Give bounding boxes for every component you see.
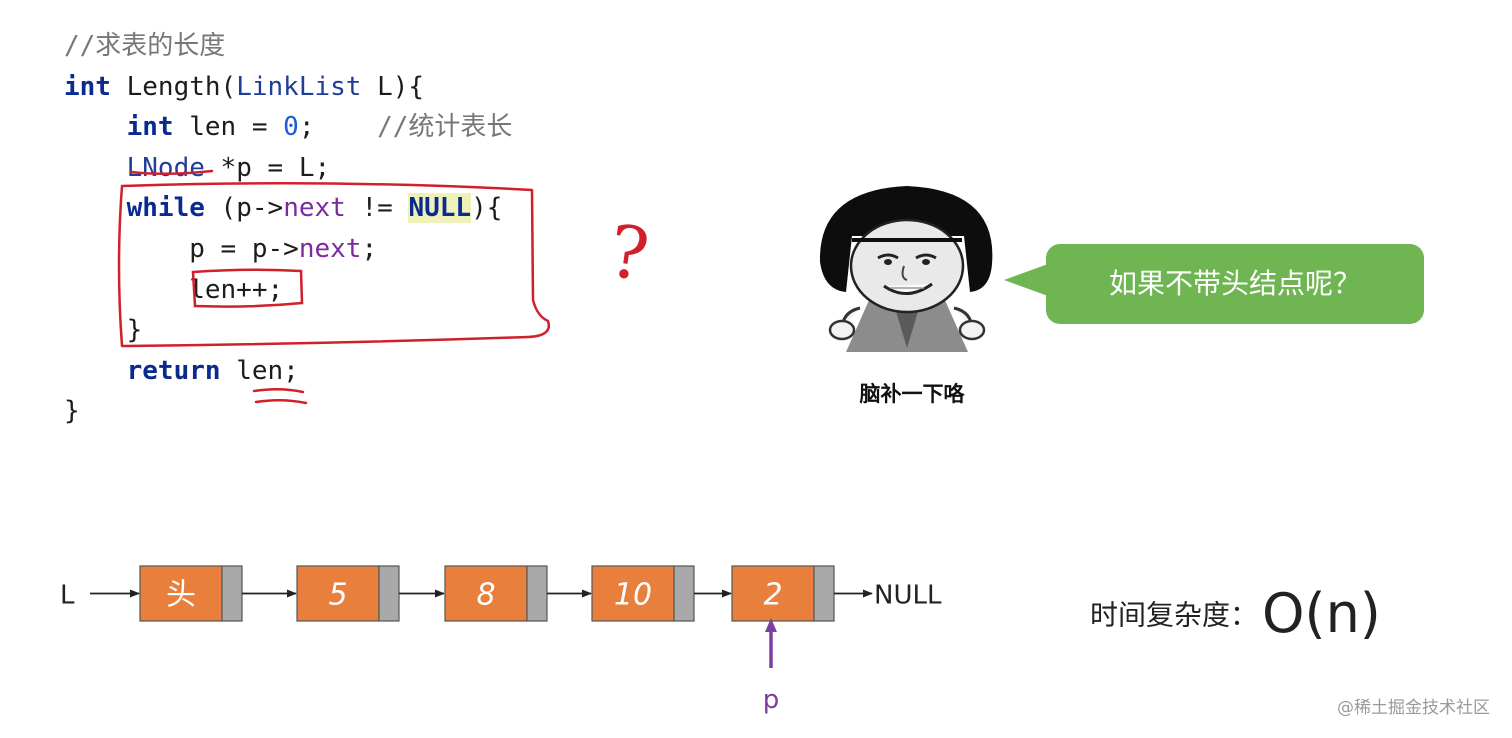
watermark: @稀土掘金技术社区 (1337, 698, 1490, 718)
code-token: ; (298, 112, 378, 143)
code-token: L){ (361, 71, 425, 102)
code-line: } (64, 391, 512, 432)
code-token: return (126, 355, 221, 386)
time-complexity-value: O(n) (1262, 582, 1381, 645)
list-node-next-field (813, 565, 835, 622)
meme-illustration (819, 186, 993, 352)
code-token: //求表的长度 (64, 31, 226, 61)
list-node-next-field (673, 565, 695, 622)
list-node-data (444, 565, 528, 622)
head-pointer-label: L (60, 581, 75, 611)
list-node-data (296, 565, 380, 622)
list-node-data (731, 565, 815, 622)
code-line: //求表的长度 (64, 26, 512, 67)
list-node-value: 2 (763, 578, 782, 613)
code-token: int (126, 112, 174, 143)
p-pointer-label: p (763, 685, 780, 715)
list-node-value: 8 (476, 578, 495, 613)
speech-bubble: 如果不带头结点呢？ (1046, 244, 1424, 324)
code-token: Length( (110, 71, 237, 102)
code-line: return len; (64, 351, 512, 392)
list-node-next-field (221, 565, 243, 622)
code-token: //统计表长 (377, 112, 513, 143)
list-node-value: 5 (328, 578, 347, 613)
code-token: LinkList (236, 71, 362, 102)
code-token: len = (173, 112, 284, 143)
time-complexity: 时间复杂度：O(n) (1090, 582, 1381, 645)
code-token: } (64, 396, 80, 427)
meme-caption: 脑补一下咯 (859, 382, 965, 406)
code-line: int Length(LinkList L){ (64, 67, 512, 108)
code-token: LNode (126, 152, 205, 183)
code-token: 0 (283, 112, 299, 143)
null-terminal-label: NULL (874, 581, 942, 611)
code-token: *p = L; (204, 152, 331, 183)
code-line: int len = 0; //统计表长 (64, 107, 513, 148)
list-node-next-field (526, 565, 548, 622)
list-node-value: 10 (614, 578, 652, 613)
speech-bubble-tail (1004, 264, 1048, 296)
code-token: len; (220, 355, 299, 386)
list-node-value: 头 (166, 578, 196, 613)
code-line: LNode *p = L; (64, 148, 512, 189)
time-complexity-label: 时间复杂度： (1090, 598, 1259, 632)
code-token: int (64, 71, 111, 102)
list-node-next-field (378, 565, 400, 622)
